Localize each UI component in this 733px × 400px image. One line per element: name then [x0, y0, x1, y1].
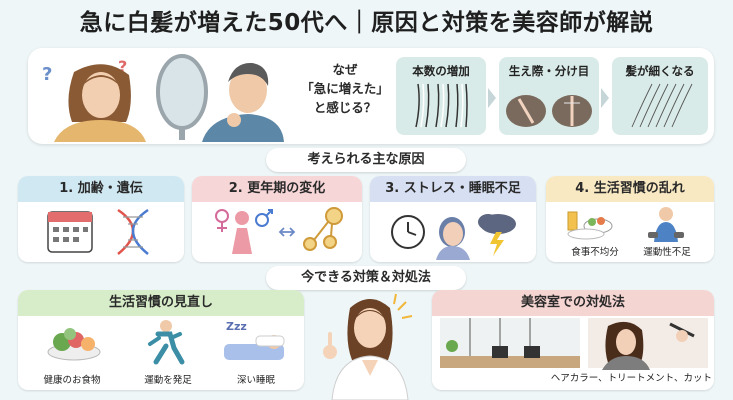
arrow-icon [601, 88, 609, 108]
sleeping-person-icon: Zzz [224, 320, 285, 360]
cause-card-title: 1. 加齢・遺伝 [18, 176, 184, 202]
lifestyle-heading: 生活習慣の見直し [18, 290, 304, 316]
causes-heading: 考えられる主な原因 [266, 148, 466, 172]
symptom-tile-count: 本数の増加 [396, 57, 486, 135]
lifestyle-item-exercise: 運動を発足 [144, 375, 192, 386]
lifestyle-item-food: 健康のお食物 [43, 375, 101, 386]
salon-interior-image [440, 318, 580, 368]
female-symbol-icon [215, 209, 229, 232]
vegetables-icon [47, 328, 101, 361]
tired-woman-icon [436, 217, 470, 260]
thin-hair-icon [631, 83, 693, 128]
beautician-illustration [310, 290, 428, 400]
exercise-man-icon [648, 207, 684, 242]
cause-card-aging: 1. 加齢・遺伝 [18, 176, 184, 262]
salon-panel: 美容室での対処法 ヘアカラー、トリートメント、カット [432, 290, 714, 390]
hormone-icon [303, 207, 343, 251]
cause-card-title: 2. 更年期の変化 [192, 176, 362, 202]
mirror-icon [156, 54, 208, 130]
lifestyle-panel: 生活習慣の見直し Zzz 健康のお食物 運動を発足 深い睡眠 [18, 290, 304, 390]
salon-caption: ヘアカラー、トリートメント、カット [550, 373, 712, 384]
symptom-tile-thin: 髪が細くなる [612, 57, 708, 135]
calendar-icon [47, 211, 93, 253]
worried-couple-illustration: ? ? [34, 50, 284, 142]
cause-card-lifestyle: 4. 生活習慣の乱れ 食事不均分 運動性不足 [546, 176, 714, 262]
food-icon [567, 211, 613, 240]
symptom-tile-part: 生え際・分け目 [499, 57, 599, 135]
salon-heading: 美容室での対処法 [432, 290, 714, 316]
stylist-cutting-image [588, 318, 708, 370]
storm-cloud-icon [478, 214, 516, 256]
dna-icon [117, 208, 149, 255]
page-title: 急に白髪が増えた50代へ｜原因と対策を美容師が解説 [79, 10, 654, 36]
intro-panel [28, 48, 714, 144]
running-woman-icon [148, 320, 185, 365]
question-mark-icon: ? [118, 57, 127, 76]
question-mark-icon: ? [42, 64, 52, 85]
measures-heading: 今できる対策＆対処法 [266, 266, 466, 290]
cause-card-menopause: 2. 更年期の変化 [192, 176, 362, 262]
lifestyle-caption-exercise: 運動性不足 [643, 247, 691, 258]
cause-card-stress: 3. ストレス・睡眠不足 [370, 176, 536, 262]
woman-figure-icon [232, 211, 252, 254]
cause-card-title: 4. 生活習慣の乱れ [546, 176, 714, 202]
male-symbol-icon [255, 209, 273, 227]
hair-strands-icon [415, 83, 468, 128]
hair-part-icon [506, 95, 592, 127]
zzz-icon: Zzz [226, 320, 247, 333]
cause-card-title: 3. ストレス・睡眠不足 [370, 176, 536, 202]
lifestyle-caption-diet: 食事不均分 [571, 247, 619, 258]
intro-question: なぜ 「急に増えた」 と感じる？ [301, 62, 389, 115]
lifestyle-item-sleep: 深い睡眠 [236, 375, 275, 386]
arrow-icon [488, 88, 496, 108]
clock-icon [391, 215, 425, 249]
